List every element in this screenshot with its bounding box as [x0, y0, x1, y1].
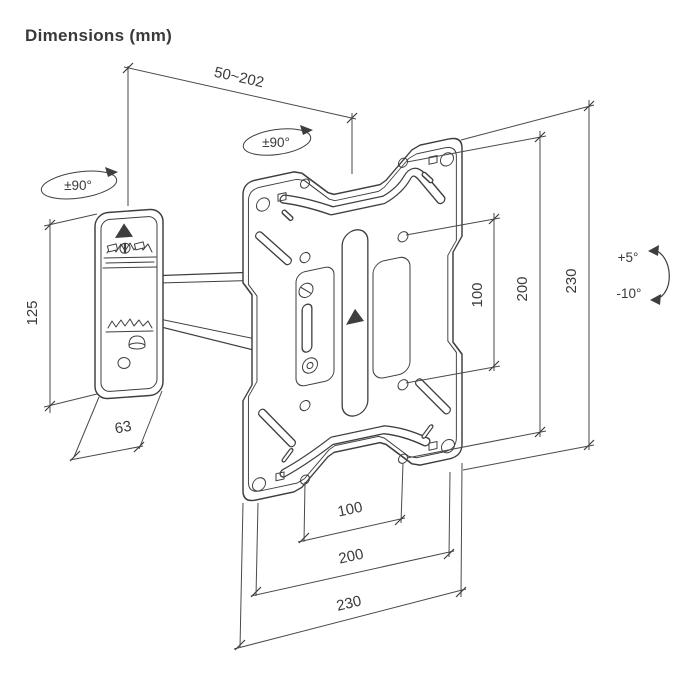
dim-label-vesa-v-100: 100 — [469, 282, 486, 307]
screw-icon — [298, 282, 314, 299]
tilt-up-label: +5° — [618, 250, 639, 265]
dim-label-vesa-h-100: 100 — [336, 499, 364, 521]
rotation-arrow-icon — [300, 125, 313, 135]
tilt-bracket — [295, 266, 335, 387]
dimension-vesa-horizontal-200: 200 — [250, 471, 455, 598]
dim-label-vesa-v-200: 200 — [514, 276, 531, 301]
dimension-arm-extension: 50~202 — [122, 62, 358, 206]
page-title: Dimensions (mm) — [25, 26, 172, 45]
plate-swivel-label: ±90° — [262, 135, 290, 150]
dimension-wall-plate-width: 63 — [69, 390, 163, 462]
mounting-holes — [252, 152, 455, 492]
dim-label-wall-plate-height: 125 — [24, 300, 41, 325]
dimension-vesa-vertical-200: 200 — [406, 131, 547, 459]
dim-label-plate-height: 230 — [563, 268, 580, 293]
screw-icon — [302, 357, 318, 374]
diagonal-rib-slots — [255, 231, 451, 448]
top-rib-band — [279, 167, 446, 216]
dimension-vesa-vertical-100: 100 — [405, 213, 501, 384]
mounting-hole — [117, 357, 131, 369]
dim-label-arm-extension: 50~202 — [212, 64, 265, 92]
up-arrow-icon — [346, 308, 364, 325]
bottom-rib-band — [279, 425, 431, 478]
dim-label-vesa-h-200: 200 — [337, 546, 365, 568]
vesa-plate — [242, 137, 463, 502]
dimension-vesa-horizontal-100: 100 — [297, 462, 406, 544]
dome-nut-icon — [128, 335, 146, 346]
plate-swivel-annotation: ±90° — [242, 125, 313, 156]
dimension-plate-width-230: 230 — [233, 462, 467, 651]
tilt-arrow-icon — [653, 249, 670, 300]
corner-details — [275, 154, 438, 482]
dim-label-wall-plate-width: 63 — [113, 418, 133, 438]
up-arrow-icon — [115, 223, 133, 238]
dimension-plate-height-230: 230 — [460, 100, 595, 471]
back-plate-cutout — [372, 256, 411, 379]
swivel-hinge — [102, 241, 158, 369]
wall-swivel-label: ±90° — [64, 178, 92, 193]
tilt-down-label: -10° — [617, 286, 642, 301]
dim-label-plate-width: 230 — [335, 593, 363, 615]
dimension-wall-plate-height: 125 — [24, 213, 98, 413]
central-slot — [341, 229, 369, 417]
wall-swivel-annotation: ±90° — [40, 167, 118, 200]
wall-plate — [94, 208, 164, 400]
rotation-arrow-icon — [105, 167, 118, 177]
tilt-annotation: +5° -10° — [617, 245, 670, 305]
